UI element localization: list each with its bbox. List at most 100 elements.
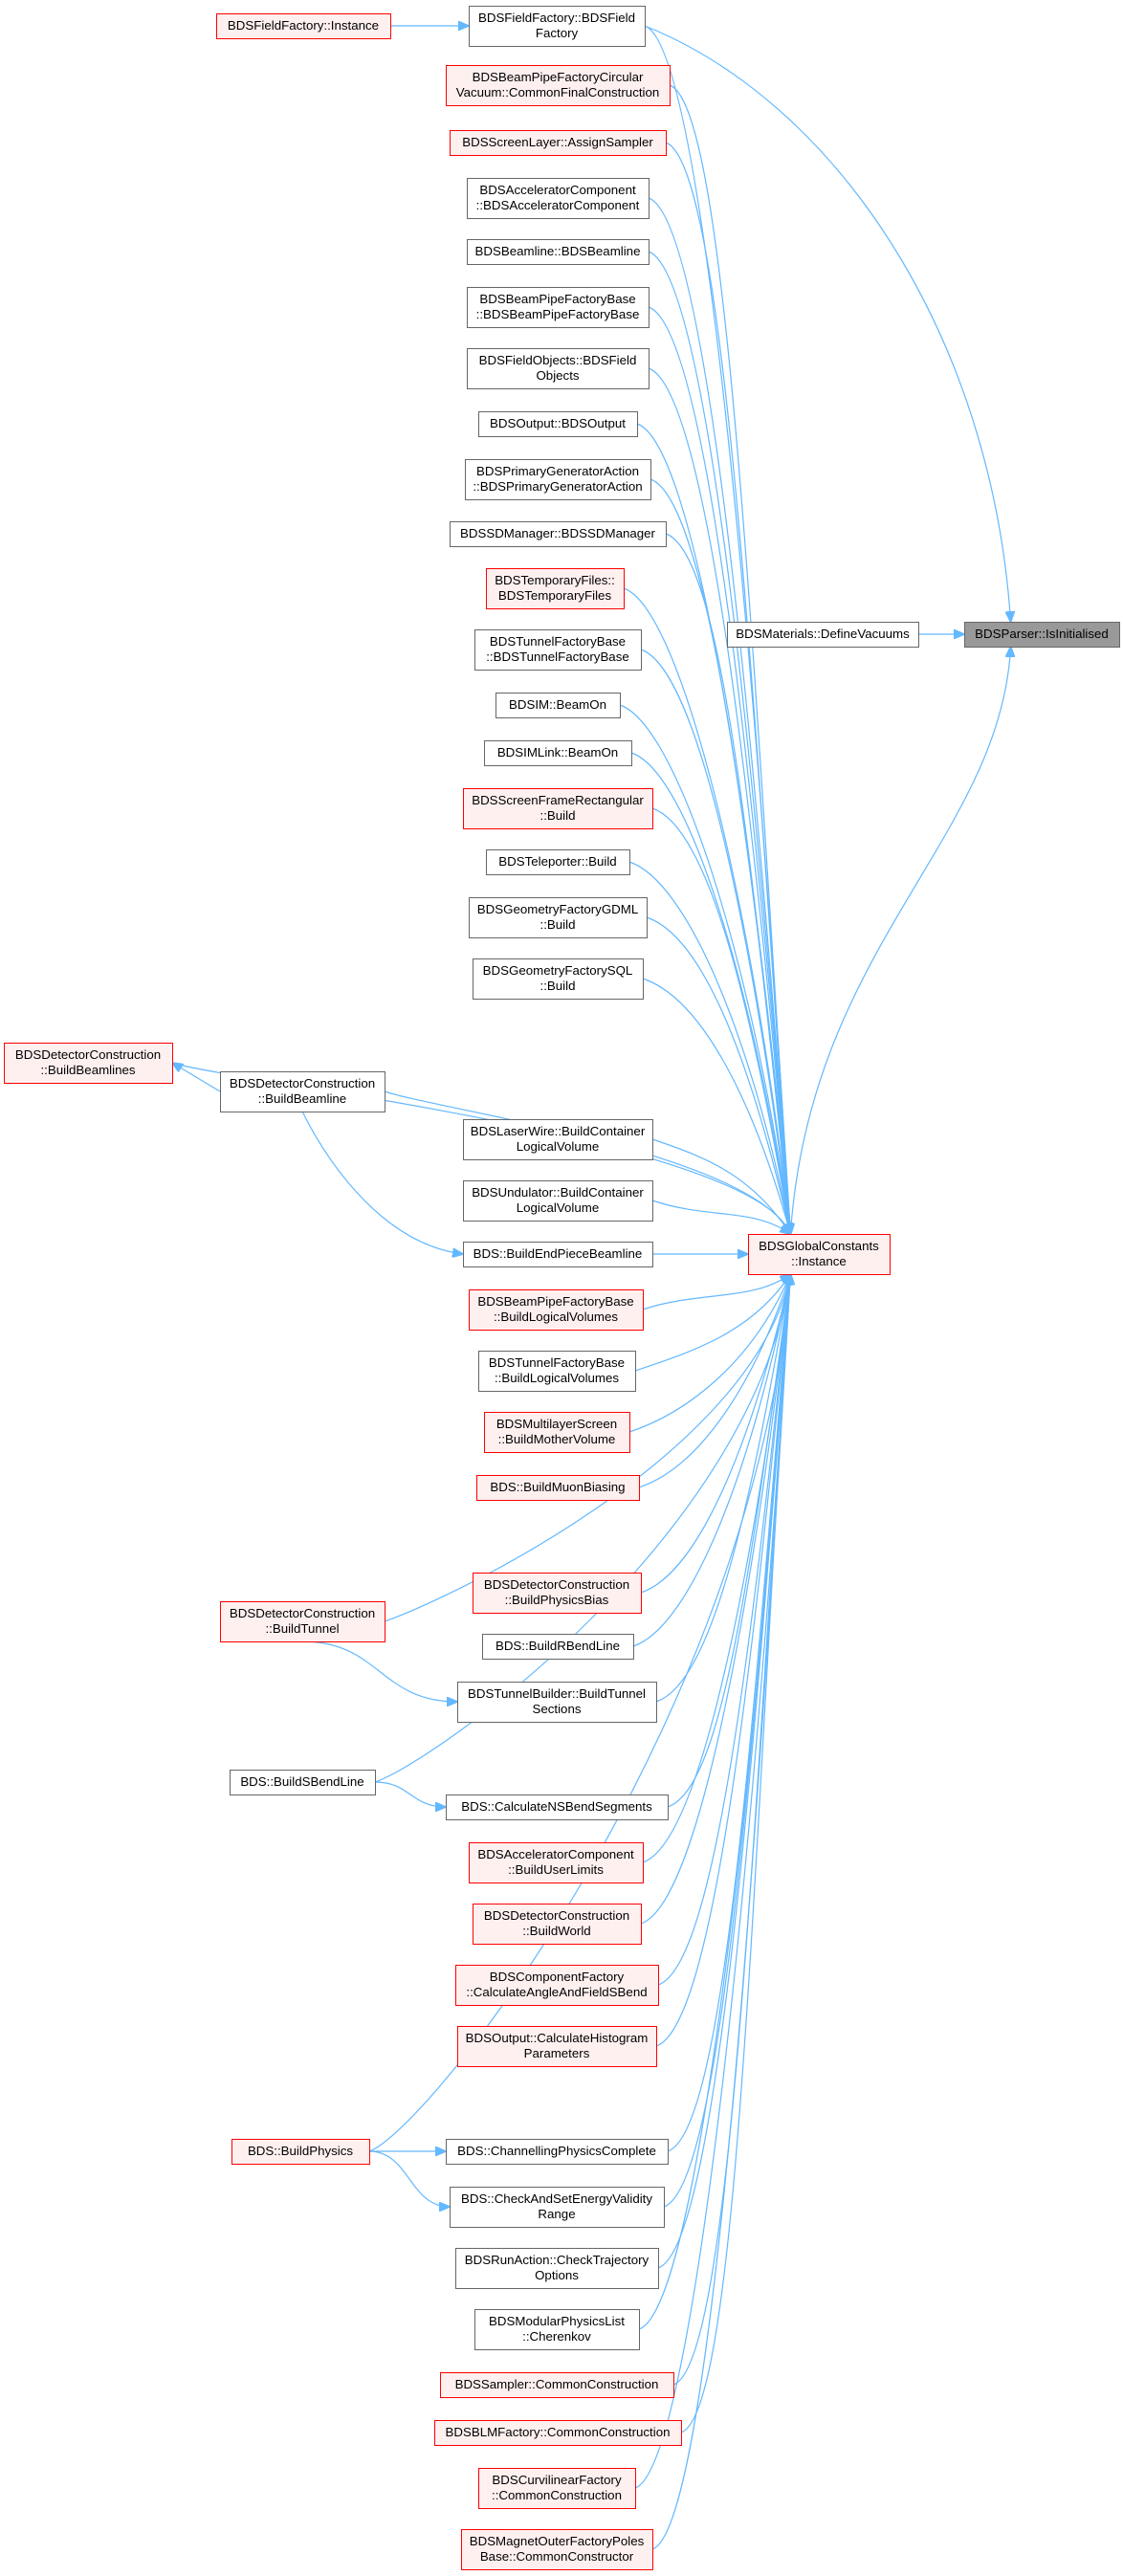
node-label-line: BDSSampler::CommonConstruction <box>455 2377 659 2391</box>
node-label-line: BDS::BuildPhysics <box>248 2144 353 2158</box>
node-box <box>484 1412 630 1453</box>
node-box <box>469 6 646 47</box>
node-box <box>748 1234 891 1275</box>
node-box <box>474 2309 640 2350</box>
node-muonbias[interactable]: BDS::BuildMuonBiasing <box>476 1475 640 1501</box>
edge-physbias-to-gc <box>640 1274 790 1594</box>
node-screenframe[interactable]: BDSScreenFrameRectangular::Build <box>463 788 653 829</box>
nodes-layer: BDSParser::IsInitialised BDSMaterials::De… <box>4 6 1120 2570</box>
node-dcworld[interactable]: BDSDetectorConstruction::BuildWorld <box>473 1904 642 1945</box>
node-box <box>495 693 621 718</box>
node-primgen[interactable]: BDSPrimaryGeneratorAction::BDSPrimaryGen… <box>465 459 651 500</box>
edge-tunnelbase-to-gc <box>640 649 790 1234</box>
node-magnetouter[interactable]: BDSMagnetOuterFactoryPolesBase::CommonCo… <box>461 2529 653 2570</box>
node-rbend[interactable]: BDS::BuildRBendLine <box>482 1634 634 1660</box>
node-label-line: BDSTunnelBuilder::BuildTunnel <box>468 1686 646 1701</box>
node-label-line: BDSBeamline::BDSBeamline <box>475 244 641 258</box>
node-tunnelbase[interactable]: BDSTunnelFactoryBase::BDSTunnelFactoryBa… <box>474 629 642 671</box>
edge-dcbeamline-to-endpiece <box>301 1111 463 1254</box>
node-box <box>467 348 650 389</box>
node-box <box>434 2420 682 2446</box>
edge-beamline-to-gc <box>648 251 790 1234</box>
node-userlimits[interactable]: BDSAcceleratorComponent::BuildUserLimits <box>469 1842 644 1883</box>
edge-dctunnel-to-gc <box>384 1274 790 1622</box>
edge-tunnelbuilder-to-gc <box>655 1274 790 1703</box>
node-dctunnel[interactable]: BDSDetectorConstruction::BuildTunnel <box>220 1601 385 1642</box>
node-box <box>455 2248 659 2289</box>
node-label-line: BDSScreenFrameRectangular <box>472 793 644 807</box>
node-compfactory[interactable]: BDSComponentFactory::CalculateAngleAndFi… <box>455 1965 659 2006</box>
node-sampler[interactable]: BDSSampler::CommonConstruction <box>440 2372 674 2398</box>
node-isinit[interactable]: BDSParser::IsInitialised <box>964 622 1120 648</box>
node-output[interactable]: BDSOutput::BDSOutput <box>478 411 638 437</box>
node-bpbase[interactable]: BDSBeamPipeFactoryBase::BDSBeamPipeFacto… <box>467 287 650 328</box>
node-label-line: BDSBeamPipeFactoryBase <box>479 292 635 306</box>
node-box <box>463 1180 653 1222</box>
node-box <box>473 1573 642 1614</box>
node-box <box>486 849 630 875</box>
node-channelling[interactable]: BDS::ChannellingPhysicsComplete <box>446 2139 669 2165</box>
node-sdman[interactable]: BDSSDManager::BDSSDManager <box>450 521 667 547</box>
node-acccomp[interactable]: BDSAcceleratorComponent::BDSAcceleratorC… <box>467 178 650 219</box>
node-box <box>450 130 667 156</box>
edge-laserwire-to-gc <box>651 1138 790 1234</box>
node-label-line: BDSBLMFactory::CommonConstruction <box>446 2425 671 2439</box>
node-laserwire[interactable]: BDSLaserWire::BuildContainerLogicalVolum… <box>463 1119 653 1160</box>
node-label-line: BDSOutput::BDSOutput <box>490 416 626 430</box>
node-bpcirc[interactable]: BDSBeamPipeFactoryCircularVacuum::Common… <box>446 65 671 106</box>
node-box <box>455 1965 659 2006</box>
node-label-line: Factory <box>536 26 579 40</box>
node-label-line: BDSSDManager::BDSSDManager <box>460 526 656 540</box>
node-label-line: BDSTunnelFactoryBase <box>489 1355 625 1370</box>
node-bplogical[interactable]: BDSBeamPipeFactoryBase::BuildLogicalVolu… <box>469 1289 644 1331</box>
node-cherenkov[interactable]: BDSModularPhysicsList::Cherenkov <box>474 2309 640 2350</box>
node-buildphysics[interactable]: BDS::BuildPhysics <box>231 2139 370 2165</box>
node-blm[interactable]: BDSBLMFactory::CommonConstruction <box>434 2420 682 2446</box>
node-nsbend[interactable]: BDS::CalculateNSBendSegments <box>446 1794 669 1820</box>
node-sql[interactable]: BDSGeometryFactorySQL::Build <box>473 958 644 1000</box>
node-gdml[interactable]: BDSGeometryFactoryGDML::Build <box>469 897 648 938</box>
edge-dctunnel-to-tunnelbuilder <box>301 1640 457 1702</box>
edge-screenframe-to-gc <box>651 807 790 1234</box>
node-label-line: BDSDetectorConstruction <box>230 1606 375 1620</box>
node-label-line: BDSGeometryFactorySQL <box>483 963 633 978</box>
node-label-line: BDSOutput::CalculateHistogram <box>466 2031 649 2045</box>
node-label-line: BDSTeleporter::Build <box>498 854 616 869</box>
node-box <box>467 178 650 219</box>
node-multilayer[interactable]: BDSMultilayerScreen::BuildMotherVolume <box>484 1412 630 1453</box>
node-label-line: BDS::BuildMuonBiasing <box>490 1480 625 1494</box>
edge-userlimits-to-gc <box>642 1274 790 1863</box>
node-box <box>478 411 638 437</box>
node-simbeam[interactable]: BDSIM::BeamOn <box>495 693 621 718</box>
node-fieldobj[interactable]: BDSFieldObjects::BDSFieldObjects <box>467 348 650 389</box>
node-box <box>476 1475 640 1501</box>
edge-simlink-to-gc <box>630 752 790 1234</box>
node-box <box>220 1071 385 1112</box>
node-dcbeamlines[interactable]: BDSDetectorConstruction::BuildBeamlines <box>4 1043 173 1084</box>
edge-dcbeamline-to-dcbeamlines <box>172 1063 221 1092</box>
node-tempfiles[interactable]: BDSTemporaryFiles::BDSTemporaryFiles <box>486 568 625 609</box>
node-teleporter[interactable]: BDSTeleporter::Build <box>486 849 630 875</box>
node-label-line: BDS::BuildSBendLine <box>240 1774 363 1789</box>
node-curvilinear[interactable]: BDSCurvilinearFactory::CommonConstructio… <box>478 2468 636 2509</box>
node-screenlayer[interactable]: BDSScreenLayer::AssignSampler <box>450 130 667 156</box>
edge-sdman-to-gc <box>665 533 790 1234</box>
node-gc[interactable]: BDSGlobalConstants::Instance <box>748 1234 891 1275</box>
node-ffinst[interactable]: BDSFieldFactory::Instance <box>216 13 391 39</box>
node-label-line: BDSTemporaryFiles <box>498 588 612 603</box>
node-beamline[interactable]: BDSBeamline::BDSBeamline <box>467 239 650 265</box>
node-physbias[interactable]: BDSDetectorConstruction::BuildPhysicsBia… <box>473 1573 642 1614</box>
node-dcbeamline[interactable]: BDSDetectorConstruction::BuildBeamline <box>220 1071 385 1112</box>
node-tunnellogical[interactable]: BDSTunnelFactoryBase::BuildLogicalVolume… <box>478 1351 636 1392</box>
node-fieldfactory[interactable]: BDSFieldFactory::BDSFieldFactory <box>469 6 646 47</box>
node-simlink[interactable]: BDSIMLink::BeamOn <box>484 740 632 766</box>
node-definevac[interactable]: BDSMaterials::DefineVacuums <box>727 622 919 648</box>
node-endpiece[interactable]: BDS::BuildEndPieceBeamline <box>463 1242 653 1267</box>
node-undulator[interactable]: BDSUndulator::BuildContainerLogicalVolum… <box>463 1180 653 1222</box>
node-sbend[interactable]: BDS::BuildSBendLine <box>230 1770 376 1795</box>
